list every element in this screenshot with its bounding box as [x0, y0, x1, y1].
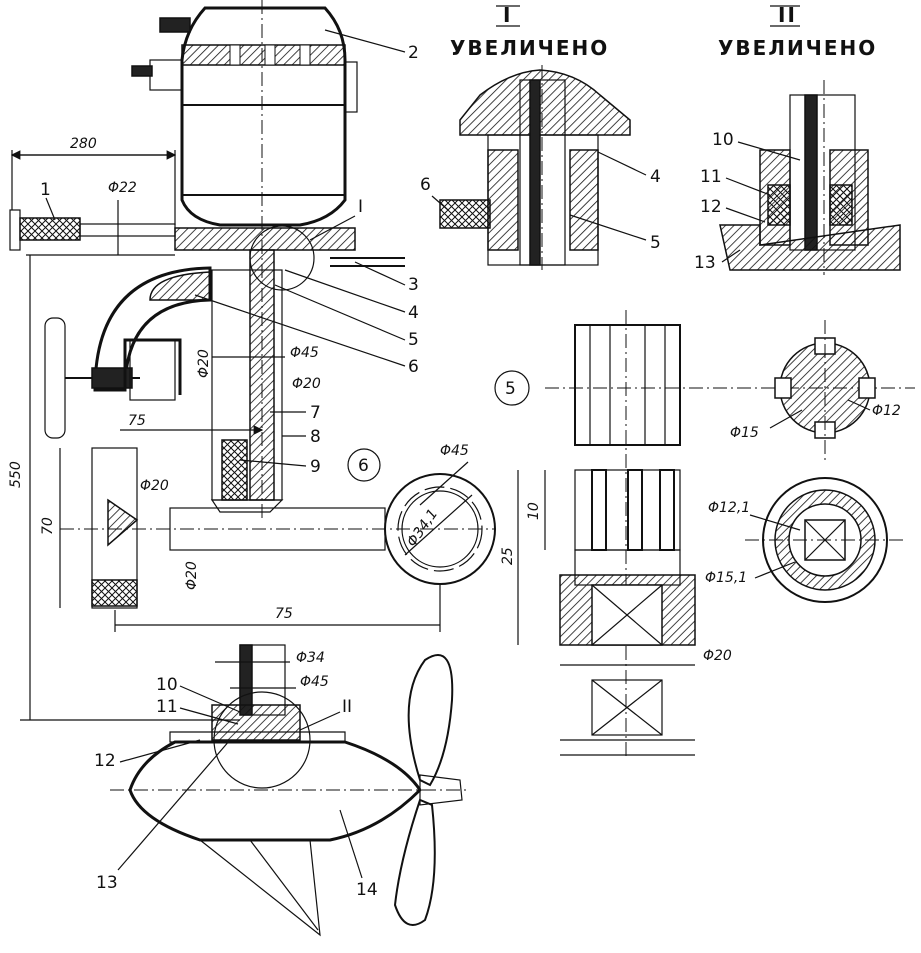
detail-I-callout-6: 6: [420, 175, 431, 195]
callout-8: 8: [310, 427, 321, 447]
dim-phi15: Φ15: [730, 425, 759, 441]
callout-12: 12: [94, 751, 116, 771]
callout-13: 13: [96, 873, 118, 893]
detail-I-roman: I: [503, 3, 512, 27]
callout-1: 1: [40, 180, 51, 200]
main-callouts: 1 2 3 4 5 6 7 8 9 I: [40, 29, 419, 477]
callout-9: 9: [310, 457, 321, 477]
callout-10: 10: [156, 675, 178, 695]
detail-II-callout-13: 13: [694, 253, 716, 273]
dim-phi15-1: Φ15,1: [705, 570, 747, 586]
callout-5: 5: [408, 330, 419, 350]
detail-I-callout-5: 5: [650, 233, 661, 253]
detail-II-roman: II: [778, 3, 797, 27]
detail-II-callout-10: 10: [712, 130, 734, 150]
dim-550: 550: [8, 461, 24, 488]
section-mark-II: II: [342, 697, 352, 717]
part-label-5: 5: [505, 379, 516, 399]
dim-25: 25: [500, 547, 516, 565]
dim-phi12-1: Φ12,1: [708, 500, 750, 516]
callout-2: 2: [408, 43, 419, 63]
detail-II-title: УВЕЛИЧЕНО: [718, 36, 877, 60]
dim-phi34: Φ34: [296, 650, 325, 666]
section-mark-I: I: [358, 197, 363, 217]
dim-phi45-lower: Φ45: [300, 674, 329, 690]
motor-assembly: [9, 0, 405, 520]
detail-I-title: УВЕЛИЧЕНО: [450, 36, 609, 60]
detail-II-callout-12: 12: [700, 197, 722, 217]
detail-I-enlarged: I УВЕЛИЧЕНО 4 5 6: [420, 3, 661, 270]
part-5-detail: 5 Φ15 Φ12 10 25 Φ20: [494, 310, 915, 760]
detail-I-callout-4: 4: [650, 167, 661, 187]
dim-phi20-shaft: Φ20: [292, 376, 321, 392]
dim-phi12: Φ12: [872, 403, 901, 419]
dim-phi45-ring: Φ45: [440, 443, 469, 459]
dim-75-fitting: 75: [275, 606, 293, 622]
dim-75-offset: 75: [128, 413, 146, 429]
dim-70: 70: [40, 517, 56, 535]
lower-unit: Φ34 Φ45 10 11 12 13 14 II: [94, 644, 470, 937]
callout-14: 14: [356, 880, 378, 900]
dim-phi20-pipe: Φ20: [184, 561, 200, 590]
dim-phi22: Φ22: [108, 180, 137, 196]
part-label-6: 6: [358, 456, 369, 476]
callout-11: 11: [156, 697, 178, 717]
dim-280: 280: [70, 136, 97, 152]
callout-3: 3: [408, 275, 419, 295]
dim-phi45-tube: Φ45: [290, 345, 319, 361]
detail-II-enlarged: II УВЕЛИЧЕНО 10 11 12 13: [694, 3, 901, 275]
dim-phi20-sleeve: Φ20: [703, 648, 732, 664]
callout-7: 7: [310, 403, 321, 423]
dim-10: 10: [526, 502, 542, 520]
main-dimensions: 280 Φ22 550 Φ45 Φ20 Φ20 75: [8, 136, 321, 721]
detail-II-callout-11: 11: [700, 167, 722, 187]
dim-phi20-vertical: Φ20: [196, 349, 212, 378]
callout-4: 4: [408, 303, 419, 323]
dim-phi20-fitting: Φ20: [140, 478, 169, 494]
callout-6: 6: [408, 357, 419, 377]
